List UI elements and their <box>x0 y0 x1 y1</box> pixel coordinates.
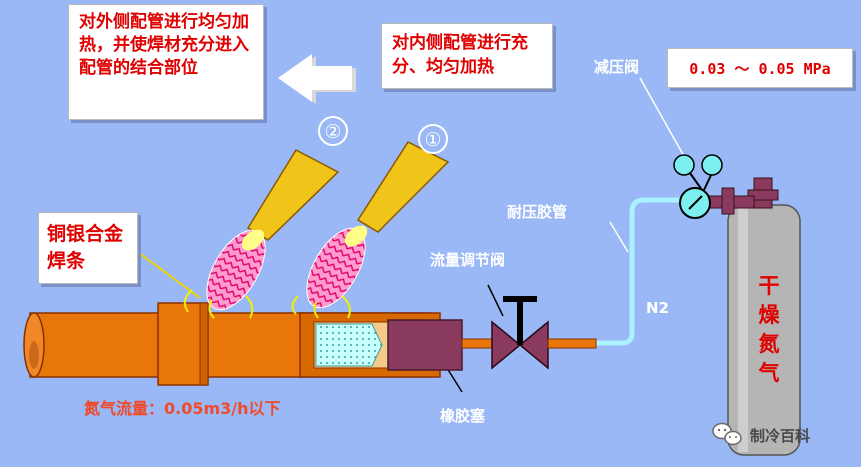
cylinder-char: 氮 <box>758 332 780 356</box>
pressure-hose <box>595 197 686 346</box>
pressure-range-callout: 0.03 ～ 0.05 MPa <box>667 48 853 88</box>
pressure-hose-label: 耐压胶管 <box>507 203 568 221</box>
relief-valve-leader <box>639 77 686 159</box>
flow-valve-label: 流量调节阀 <box>430 251 506 269</box>
filler-rod-leader <box>134 249 201 299</box>
watermark: 制冷百科 <box>712 425 810 446</box>
nitrogen-plug-mesh <box>315 323 383 367</box>
nitrogen-flow-label: 氮气流量：0.05m3/h以下 <box>84 399 281 418</box>
torch-second-number: ② <box>318 116 348 146</box>
inner-heating-callout: 对内侧配管进行充分、均匀加热 <box>381 23 553 89</box>
flow-control-valve <box>491 296 549 370</box>
flow-valve-leader <box>487 284 504 317</box>
relief-valve-label: 减压阀 <box>594 58 640 76</box>
outer-heating-callout: 对外侧配管进行均匀加热，并使焊材充分进入配管的结合部位 <box>68 4 264 120</box>
cylinder-char: 干 <box>758 274 780 298</box>
cylinder-char: 燥 <box>758 303 780 327</box>
cylinder-label: 干 燥 氮 气 <box>754 272 784 388</box>
inlet-tube <box>461 338 495 349</box>
gauge-high-icon <box>701 154 723 176</box>
direction-arrow-icon <box>278 54 356 104</box>
filler-rod-callout: 铜银合金焊条 <box>38 212 138 284</box>
nitrogen-cylinder <box>727 177 801 456</box>
cylinder-char: 气 <box>758 361 780 385</box>
watermark-text: 制冷百科 <box>750 427 811 445</box>
outlet-tube <box>547 338 597 349</box>
torch-second <box>183 149 340 319</box>
wechat-icon <box>712 422 742 446</box>
gauge-low-icon <box>673 154 695 176</box>
hose-leader <box>609 221 629 253</box>
torch-first <box>291 141 450 319</box>
gas-label: N2 <box>646 299 669 317</box>
rubber-plug-label: 橡胶塞 <box>440 407 486 425</box>
rubber-plug <box>387 319 463 371</box>
pressure-gauge-icon <box>679 187 711 219</box>
torch-first-number: ① <box>418 124 448 154</box>
